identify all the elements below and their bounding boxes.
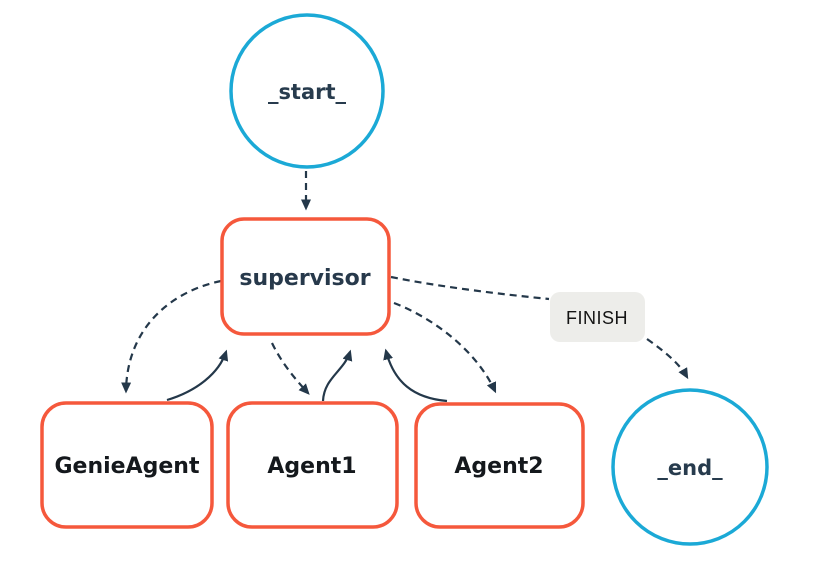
node-agent2-label: Agent2	[454, 454, 543, 479]
node-supervisor	[220, 217, 391, 336]
edge-agent1-to-supervisor	[321, 349, 353, 402]
edge-supervisor-to-finish	[390, 275, 550, 301]
edge-genieagent-to-supervisor	[166, 349, 229, 402]
node-start	[229, 13, 385, 169]
node-start-label: _start_	[268, 80, 347, 104]
edge-label-finish-text: FINISH	[566, 308, 628, 328]
edge-label-finish: FINISH	[550, 292, 645, 342]
edge-supervisor-to-agent1	[271, 342, 310, 395]
node-agent1-label: Agent1	[267, 454, 356, 479]
edge-supervisor-to-agent2	[393, 301, 497, 394]
edge-label-finish-bg	[550, 292, 645, 342]
node-agent1	[226, 401, 399, 529]
edge-agent2-to-supervisor	[383, 348, 448, 403]
node-agent2	[414, 402, 585, 529]
node-end	[611, 388, 769, 546]
circle-node-group	[229, 13, 769, 546]
node-supervisor-label: supervisor	[239, 266, 370, 291]
edge-supervisor-to-genieagent	[121, 279, 222, 394]
node-label-group: _start_ supervisor GenieAgent Agent1 Age…	[55, 80, 724, 480]
node-genieagent-label: GenieAgent	[55, 454, 200, 479]
edge-group	[121, 171, 689, 403]
edge-finish-to-end	[646, 338, 689, 380]
rect-node-group	[40, 217, 585, 529]
node-end-label: _end_	[657, 456, 723, 480]
node-genieagent	[40, 401, 214, 529]
